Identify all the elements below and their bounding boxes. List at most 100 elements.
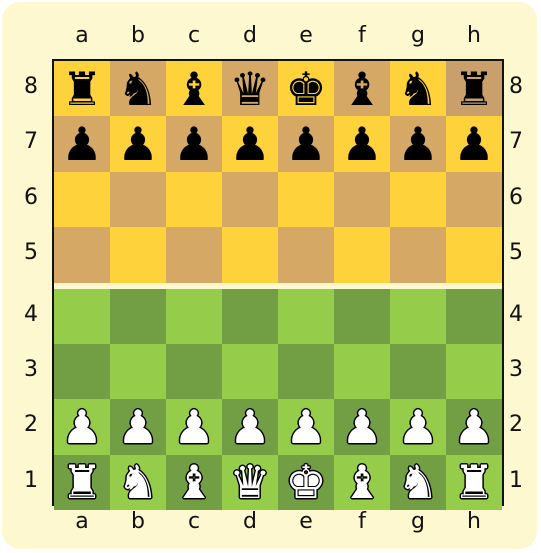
black-pawn-icon[interactable]: ♟ <box>397 121 438 167</box>
square-f4[interactable] <box>334 289 390 344</box>
square-h6[interactable] <box>446 172 502 227</box>
square-g8[interactable]: ♞ <box>390 61 446 116</box>
black-pawn-icon[interactable]: ♟ <box>453 121 494 167</box>
square-f8[interactable]: ♝ <box>334 61 390 116</box>
square-c7[interactable]: ♟ <box>166 116 222 171</box>
square-g7[interactable]: ♟ <box>390 116 446 171</box>
white-rook-icon[interactable]: ♜ <box>61 459 102 505</box>
white-king-icon[interactable]: ♚ <box>285 459 326 505</box>
black-bishop-icon[interactable]: ♝ <box>341 66 382 112</box>
square-d6[interactable] <box>222 172 278 227</box>
square-e1[interactable]: ♚ <box>278 455 334 510</box>
black-pawn-icon[interactable]: ♟ <box>341 121 382 167</box>
square-a3[interactable] <box>54 344 110 399</box>
square-b7[interactable]: ♟ <box>110 116 166 171</box>
file-label-bottom-e: e <box>278 507 334 537</box>
white-pawn-icon[interactable]: ♟ <box>341 404 382 450</box>
square-d1[interactable]: ♛ <box>222 455 278 510</box>
square-b5[interactable] <box>110 227 166 282</box>
square-f2[interactable]: ♟ <box>334 399 390 454</box>
white-pawn-icon[interactable]: ♟ <box>285 404 326 450</box>
square-c2[interactable]: ♟ <box>166 399 222 454</box>
white-bishop-icon[interactable]: ♝ <box>341 459 382 505</box>
square-c1[interactable]: ♝ <box>166 455 222 510</box>
square-a4[interactable] <box>54 289 110 344</box>
square-c6[interactable] <box>166 172 222 227</box>
square-d2[interactable]: ♟ <box>222 399 278 454</box>
square-h2[interactable]: ♟ <box>446 399 502 454</box>
file-label-bottom-b: b <box>110 507 166 537</box>
square-b4[interactable] <box>110 289 166 344</box>
square-b2[interactable]: ♟ <box>110 399 166 454</box>
black-knight-icon[interactable]: ♞ <box>117 66 158 112</box>
square-d4[interactable] <box>222 289 278 344</box>
square-h7[interactable]: ♟ <box>446 116 502 171</box>
square-g3[interactable] <box>390 344 446 399</box>
black-pawn-icon[interactable]: ♟ <box>229 121 270 167</box>
rank-label-right-2: 2 <box>501 397 531 452</box>
square-f1[interactable]: ♝ <box>334 455 390 510</box>
white-pawn-icon[interactable]: ♟ <box>229 404 270 450</box>
square-h3[interactable] <box>446 344 502 399</box>
black-pawn-icon[interactable]: ♟ <box>173 121 214 167</box>
square-a1[interactable]: ♜ <box>54 455 110 510</box>
white-pawn-icon[interactable]: ♟ <box>173 404 214 450</box>
black-queen-icon[interactable]: ♛ <box>229 66 270 112</box>
square-d8[interactable]: ♛ <box>222 61 278 116</box>
black-king-icon[interactable]: ♚ <box>285 66 326 112</box>
square-a2[interactable]: ♟ <box>54 399 110 454</box>
black-pawn-icon[interactable]: ♟ <box>285 121 326 167</box>
square-b3[interactable] <box>110 344 166 399</box>
black-pawn-icon[interactable]: ♟ <box>61 121 102 167</box>
square-e6[interactable] <box>278 172 334 227</box>
square-g4[interactable] <box>390 289 446 344</box>
white-pawn-icon[interactable]: ♟ <box>117 404 158 450</box>
square-h1[interactable]: ♜ <box>446 455 502 510</box>
square-a6[interactable] <box>54 172 110 227</box>
square-h8[interactable]: ♜ <box>446 61 502 116</box>
white-pawn-icon[interactable]: ♟ <box>453 404 494 450</box>
white-queen-icon[interactable]: ♛ <box>229 459 270 505</box>
black-bishop-icon[interactable]: ♝ <box>173 66 214 112</box>
square-d3[interactable] <box>222 344 278 399</box>
square-g5[interactable] <box>390 227 446 282</box>
white-knight-icon[interactable]: ♞ <box>117 459 158 505</box>
square-e8[interactable]: ♚ <box>278 61 334 116</box>
white-bishop-icon[interactable]: ♝ <box>173 459 214 505</box>
square-b8[interactable]: ♞ <box>110 61 166 116</box>
black-rook-icon[interactable]: ♜ <box>61 66 102 112</box>
black-rook-icon[interactable]: ♜ <box>453 66 494 112</box>
square-c5[interactable] <box>166 227 222 282</box>
square-g2[interactable]: ♟ <box>390 399 446 454</box>
square-c4[interactable] <box>166 289 222 344</box>
white-pawn-icon[interactable]: ♟ <box>61 404 102 450</box>
square-b1[interactable]: ♞ <box>110 455 166 510</box>
square-d7[interactable]: ♟ <box>222 116 278 171</box>
square-f5[interactable] <box>334 227 390 282</box>
black-pawn-icon[interactable]: ♟ <box>117 121 158 167</box>
white-rook-icon[interactable]: ♜ <box>453 459 494 505</box>
square-f3[interactable] <box>334 344 390 399</box>
white-pawn-icon[interactable]: ♟ <box>397 404 438 450</box>
black-knight-icon[interactable]: ♞ <box>397 66 438 112</box>
square-f7[interactable]: ♟ <box>334 116 390 171</box>
square-f6[interactable] <box>334 172 390 227</box>
file-label-bottom-f: f <box>334 507 390 537</box>
square-e2[interactable]: ♟ <box>278 399 334 454</box>
square-a7[interactable]: ♟ <box>54 116 110 171</box>
square-e4[interactable] <box>278 289 334 344</box>
square-g6[interactable] <box>390 172 446 227</box>
square-c3[interactable] <box>166 344 222 399</box>
square-h5[interactable] <box>446 227 502 282</box>
square-g1[interactable]: ♞ <box>390 455 446 510</box>
square-e3[interactable] <box>278 344 334 399</box>
white-knight-icon[interactable]: ♞ <box>397 459 438 505</box>
square-a8[interactable]: ♜ <box>54 61 110 116</box>
square-e7[interactable]: ♟ <box>278 116 334 171</box>
square-a5[interactable] <box>54 227 110 282</box>
square-d5[interactable] <box>222 227 278 282</box>
square-e5[interactable] <box>278 227 334 282</box>
square-c8[interactable]: ♝ <box>166 61 222 116</box>
square-h4[interactable] <box>446 289 502 344</box>
square-b6[interactable] <box>110 172 166 227</box>
